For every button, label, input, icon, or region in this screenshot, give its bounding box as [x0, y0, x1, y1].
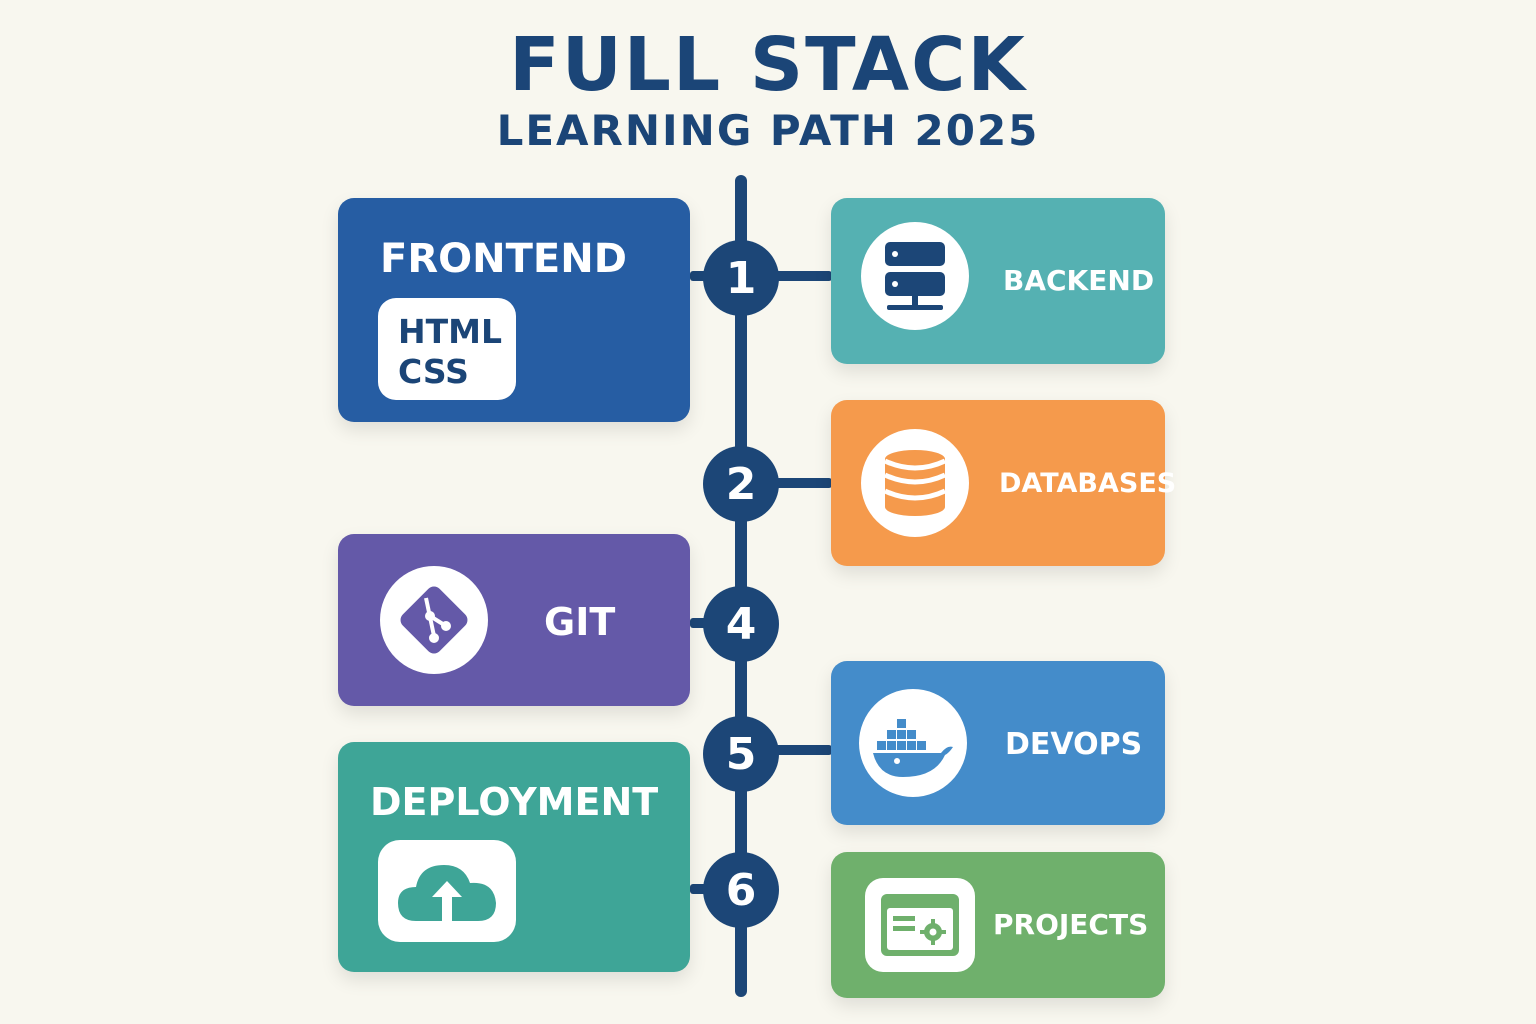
projects-card[interactable]: PROJECTS: [831, 852, 1165, 998]
databases-label: DATABASES: [999, 468, 1177, 499]
step-5-badge: 5: [703, 716, 779, 792]
frontend-card[interactable]: FRONTEND HTML CSS: [338, 198, 690, 422]
frontend-tech-list: HTML CSS: [398, 312, 502, 391]
tech-html: HTML: [398, 312, 502, 351]
git-icon: [400, 586, 468, 654]
docker-icon-circle: [859, 689, 967, 797]
deployment-label: DEPLOYMENT: [370, 780, 659, 824]
git-icon-circle: [380, 566, 488, 674]
git-card[interactable]: GIT: [338, 534, 690, 706]
connector-devops: [740, 745, 832, 755]
deployment-card[interactable]: DEPLOYMENT: [338, 742, 690, 972]
cloud-icon-box: [378, 840, 516, 942]
frontend-label: FRONTEND: [380, 236, 627, 282]
frontend-tech-box: HTML CSS: [378, 298, 516, 400]
git-label: GIT: [544, 600, 616, 644]
tech-css: CSS: [398, 351, 469, 391]
backend-label: BACKEND: [1003, 264, 1155, 297]
step-2-badge: 2: [703, 446, 779, 522]
backend-card[interactable]: BACKEND: [831, 198, 1165, 364]
projects-icon-box: [865, 878, 975, 972]
browser-settings-icon: [881, 894, 959, 956]
step-6-badge: 6: [703, 852, 779, 928]
projects-label: PROJECTS: [993, 908, 1149, 941]
page-title: FULL STACK: [509, 22, 1027, 108]
database-icon: [883, 450, 947, 516]
cloud-upload-icon: [398, 865, 496, 921]
connector-backend: [740, 271, 832, 281]
page-subtitle: LEARNING PATH 2025: [496, 106, 1040, 155]
server-icon: [885, 242, 945, 310]
docker-whale-icon: [873, 719, 953, 777]
devops-card[interactable]: DEVOPS: [831, 661, 1165, 825]
databases-card[interactable]: DATABASES: [831, 400, 1176, 566]
server-icon-circle: [861, 222, 969, 330]
step-1-badge: 1: [703, 240, 779, 316]
connector-databases: [740, 478, 832, 488]
database-icon-circle: [861, 429, 969, 537]
devops-label: DEVOPS: [1005, 727, 1143, 762]
step-4-badge: 4: [703, 586, 779, 662]
